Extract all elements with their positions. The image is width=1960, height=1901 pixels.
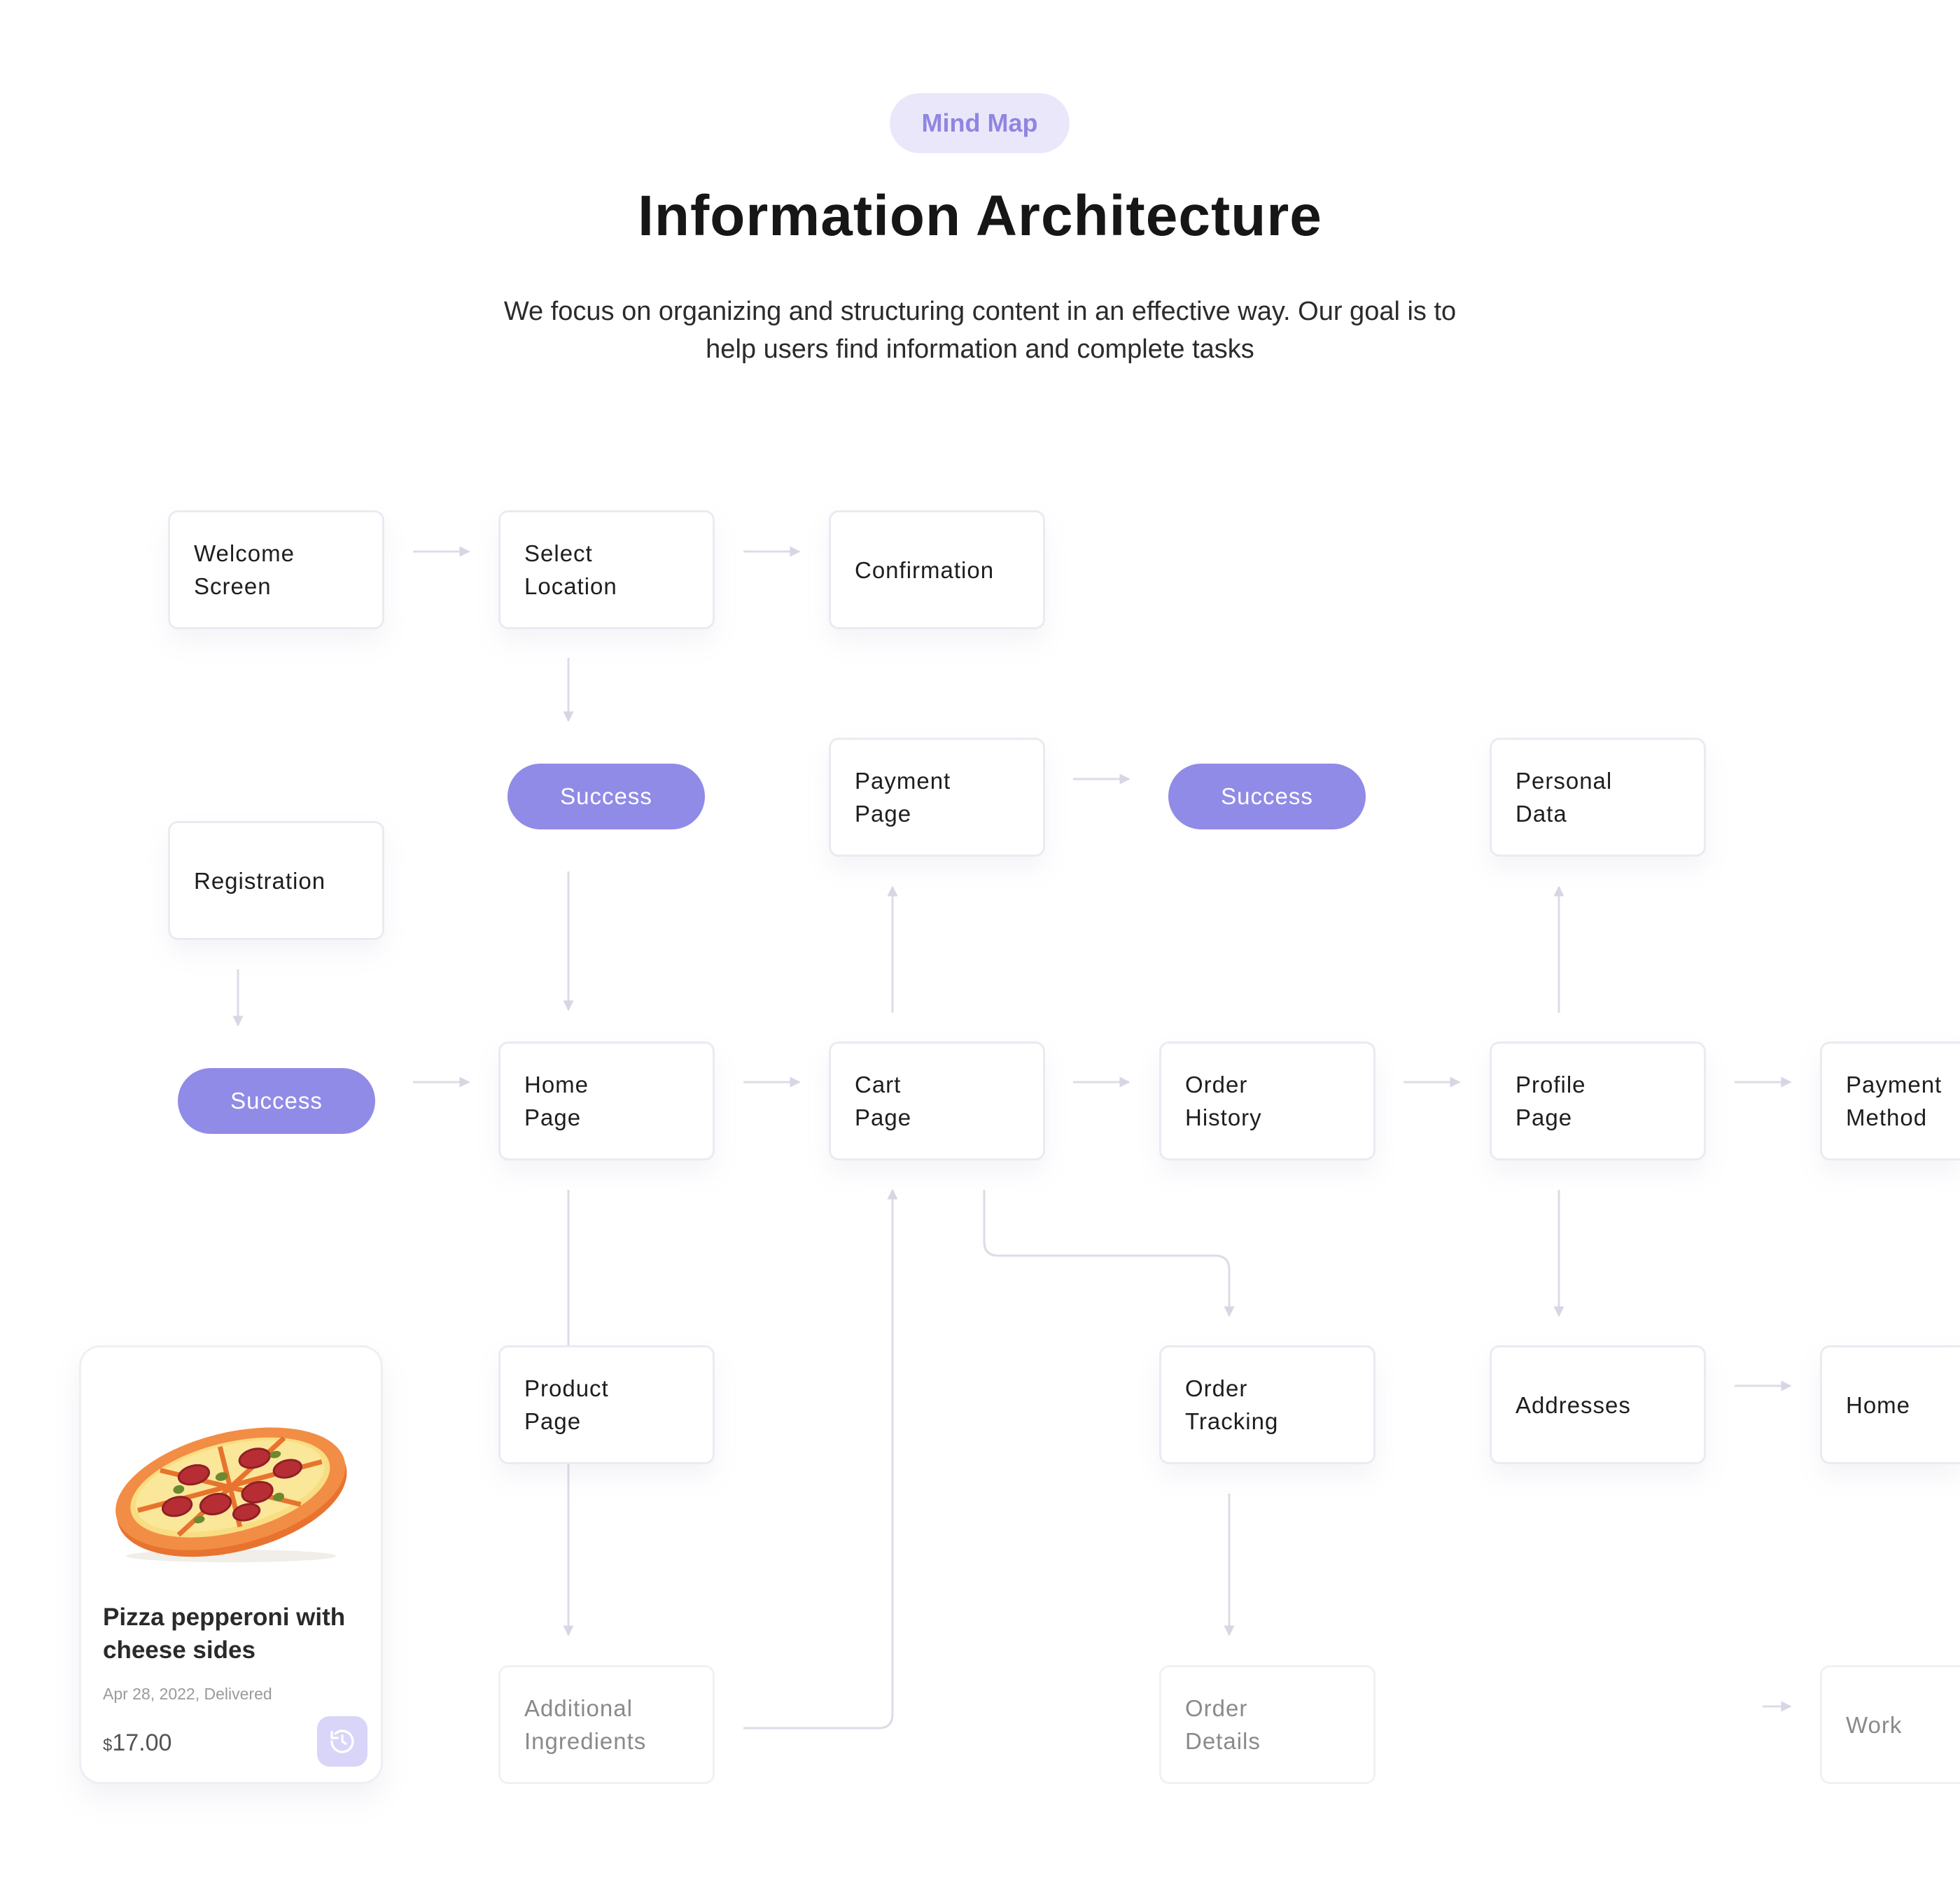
currency-symbol: $ <box>103 1736 113 1755</box>
node-product-page: Product Page <box>498 1345 715 1464</box>
node-addresses: Addresses <box>1490 1345 1706 1464</box>
history-icon <box>330 1730 354 1753</box>
page-title: Information Architecture <box>638 184 1322 248</box>
page-subtitle: We focus on organizing and structuring c… <box>503 297 1457 364</box>
card-title: Pizza pepperoni with cheese sides <box>103 1604 346 1664</box>
node-welcome-screen: Welcome Screen <box>168 510 384 629</box>
arrow-additional-cart <box>743 1188 898 1730</box>
pizza-image <box>115 1427 347 1562</box>
node-order-history: Order History <box>1159 1041 1376 1160</box>
node-additional-ingredients: Additional Ingredients <box>498 1665 715 1784</box>
node-confirmation: Confirmation <box>829 510 1045 629</box>
price-value: 17.00 <box>112 1730 172 1756</box>
node-home: Home <box>1820 1345 1960 1464</box>
success-pill-location: Success <box>507 764 705 829</box>
success-pill-registration: Success <box>178 1068 375 1134</box>
order-card[interactable]: Pizza pepperoni with cheese sides Apr 28… <box>79 1345 383 1784</box>
node-payment-method: Payment Method <box>1820 1041 1960 1160</box>
node-order-tracking: Order Tracking <box>1159 1345 1376 1464</box>
node-cart-page: Cart Page <box>829 1041 1045 1160</box>
node-profile-page: Profile Page <box>1490 1041 1706 1160</box>
node-personal-data: Personal Data <box>1490 738 1706 857</box>
success-pill-payment: Success <box>1168 764 1366 829</box>
node-registration: Registration <box>168 821 384 940</box>
node-home-page: Home Page <box>498 1041 715 1160</box>
reorder-button[interactable] <box>317 1716 368 1767</box>
card-price: $17.00 <box>103 1730 172 1757</box>
node-order-details: Order Details <box>1159 1665 1376 1784</box>
mind-map-badge: Mind Map <box>890 93 1070 153</box>
arrow-cart-tracking <box>983 1190 1235 1317</box>
node-work: Work <box>1820 1665 1960 1784</box>
card-meta: Apr 28, 2022, Delivered <box>103 1685 272 1703</box>
node-select-location: Select Location <box>498 510 715 629</box>
node-payment-page: Payment Page <box>829 738 1045 857</box>
